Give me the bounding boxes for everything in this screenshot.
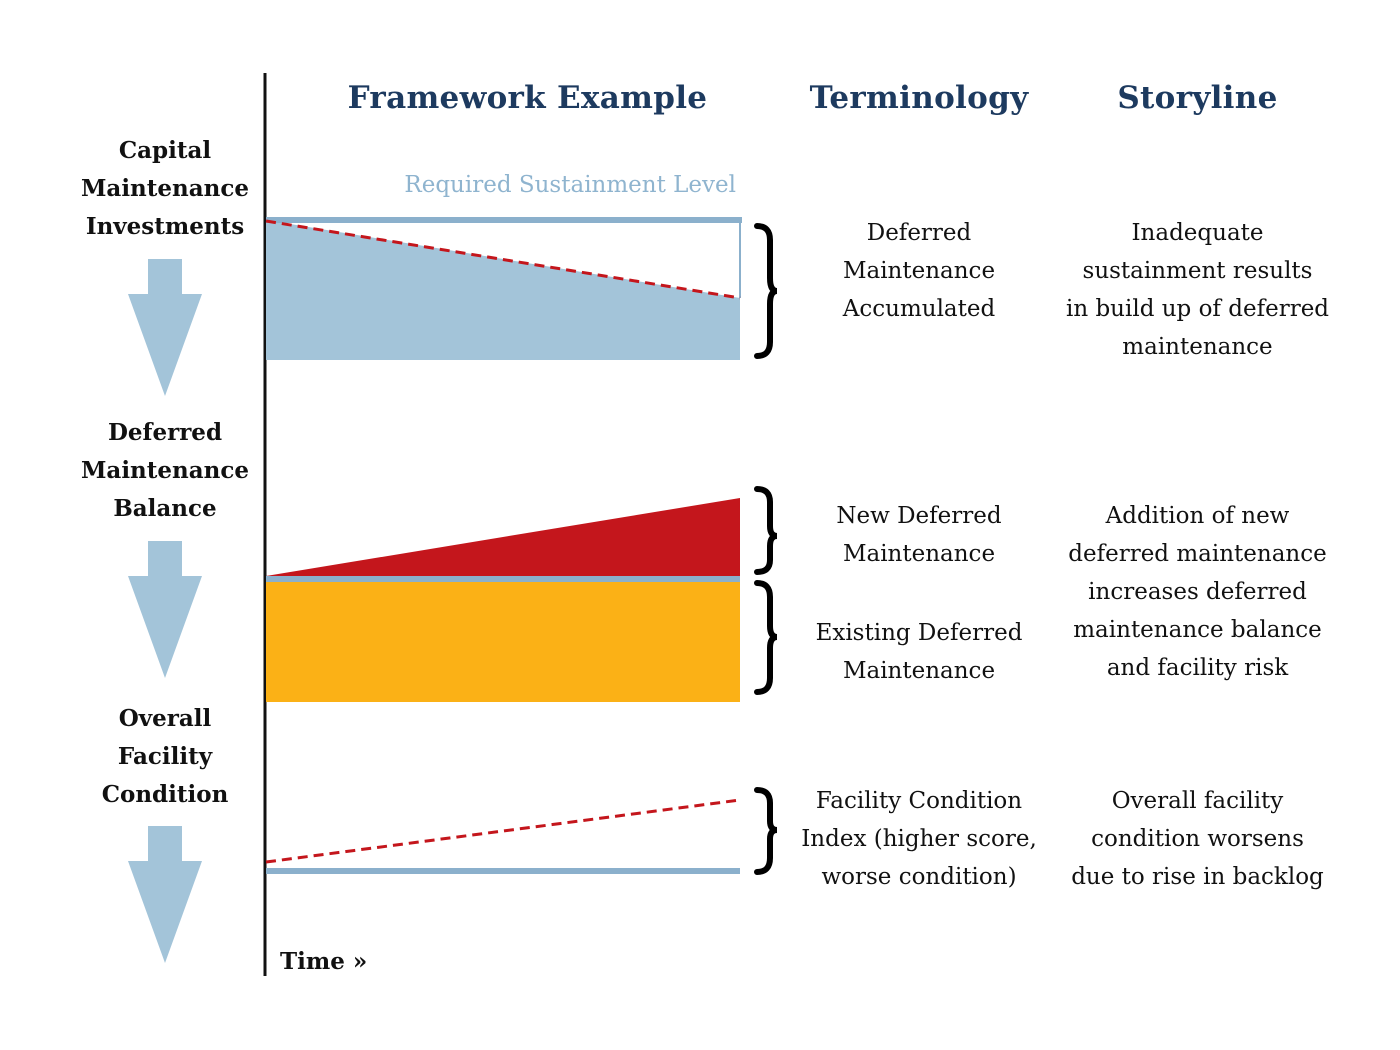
story-line: deferred maintenance bbox=[1068, 541, 1327, 567]
term-new-deferred-maintenance: New Deferred Maintenance bbox=[780, 497, 1058, 573]
story-line: increases deferred bbox=[1088, 579, 1307, 605]
story-addition-of-new-deferred: Addition of new deferred maintenance inc… bbox=[1055, 497, 1340, 687]
header-storyline: Storyline bbox=[1117, 80, 1278, 116]
balance-divider-line bbox=[266, 576, 740, 582]
story-line: Addition of new bbox=[1105, 503, 1290, 529]
stage-label-line: Deferred bbox=[107, 419, 223, 446]
actual-investment-dashed-line bbox=[265, 219, 741, 300]
term-line: Maintenance bbox=[842, 258, 996, 284]
story-line: Inadequate bbox=[1131, 220, 1264, 246]
down-arrow-icon bbox=[128, 259, 202, 396]
stage-label-line: Maintenance bbox=[80, 175, 250, 202]
stage-label-line: Maintenance bbox=[80, 457, 250, 484]
stage-label-line: Condition bbox=[101, 781, 229, 808]
term-deferred-maintenance-accumulated: Deferred Maintenance Accumulated bbox=[780, 214, 1058, 328]
existing-deferred-maintenance-area bbox=[266, 582, 740, 702]
stage-overall-facility-condition: Overall Facility Condition bbox=[60, 700, 270, 814]
stage-label-line: Balance bbox=[113, 495, 217, 522]
header-framework-example: Framework Example bbox=[347, 80, 708, 116]
term-line: worse condition) bbox=[821, 864, 1017, 890]
brace-icon bbox=[754, 580, 778, 695]
term-line: Existing Deferred bbox=[815, 620, 1023, 646]
term-line: Facility Condition bbox=[815, 788, 1023, 814]
brace-icon bbox=[754, 223, 778, 359]
new-deferred-maintenance-area bbox=[266, 498, 740, 576]
story-line: maintenance balance bbox=[1073, 617, 1322, 643]
term-line: Deferred bbox=[866, 220, 972, 246]
term-line: New Deferred bbox=[836, 503, 1002, 529]
story-condition-worsens: Overall facility condition worsens due t… bbox=[1055, 782, 1340, 896]
story-inadequate-sustainment: Inadequate sustainment results in build … bbox=[1055, 214, 1340, 366]
down-arrow-icon bbox=[128, 826, 202, 963]
term-existing-deferred-maintenance: Existing Deferred Maintenance bbox=[780, 614, 1058, 690]
brace-icon bbox=[754, 486, 778, 575]
time-axis-label: Time » bbox=[280, 948, 368, 975]
stage-label-line: Overall bbox=[118, 705, 212, 732]
required-sustainment-label: Required Sustainment Level bbox=[404, 172, 736, 198]
down-arrow-icon bbox=[128, 541, 202, 678]
story-line: and facility risk bbox=[1106, 655, 1289, 681]
fci-dashed-line bbox=[265, 798, 741, 864]
stage-capital-maintenance-investments: Capital Maintenance Investments bbox=[60, 132, 270, 246]
term-line: Maintenance bbox=[842, 658, 996, 684]
stage-deferred-maintenance-balance: Deferred Maintenance Balance bbox=[60, 414, 270, 528]
story-line: condition worsens bbox=[1091, 826, 1304, 852]
story-line: due to rise in backlog bbox=[1071, 864, 1324, 890]
brace-icon bbox=[754, 787, 778, 875]
term-facility-condition-index: Facility Condition Index (higher score, … bbox=[780, 782, 1058, 896]
story-line: Overall facility bbox=[1111, 788, 1284, 814]
term-line: Maintenance bbox=[842, 541, 996, 567]
header-terminology: Terminology bbox=[809, 80, 1029, 116]
term-line: Index (higher score, bbox=[801, 826, 1037, 852]
story-line: in build up of deferred bbox=[1065, 296, 1330, 322]
stage-label-line: Investments bbox=[85, 213, 245, 240]
capital-investment-area bbox=[266, 220, 740, 360]
story-line: maintenance bbox=[1122, 334, 1273, 360]
stage-label-line: Capital bbox=[118, 137, 212, 164]
term-line: Accumulated bbox=[842, 296, 996, 322]
stage-label-line: Facility bbox=[117, 743, 213, 770]
story-line: sustainment results bbox=[1082, 258, 1313, 284]
